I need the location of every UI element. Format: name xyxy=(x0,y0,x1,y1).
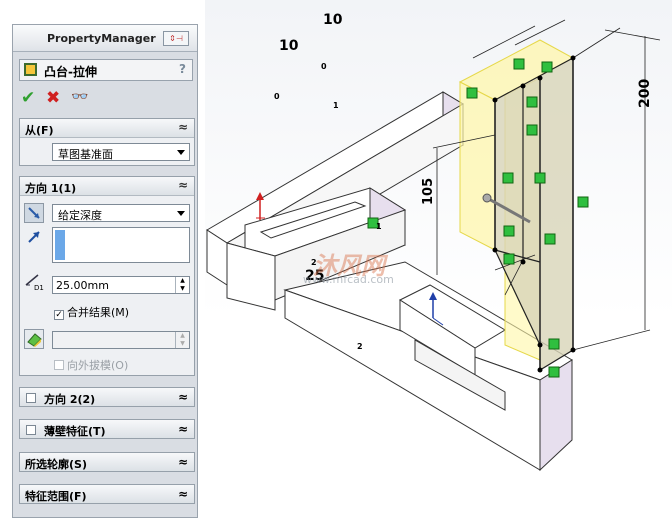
depth-input[interactable]: 25.00mm ▲▼ xyxy=(52,276,190,294)
left-arm-body xyxy=(206,91,464,311)
detailed-preview-button[interactable]: 👓 xyxy=(71,89,89,105)
thin-feature-checkbox[interactable] xyxy=(26,425,36,435)
pm-title: PropertyManager xyxy=(47,32,156,45)
relation-label: 1 xyxy=(376,222,382,231)
end-condition-value: 给定深度 xyxy=(58,209,102,222)
thin-feature-title: 薄壁特征(T) xyxy=(44,425,106,438)
sketch-points xyxy=(492,55,576,373)
list-selection-indicator xyxy=(55,230,65,260)
direction1-group-title: 方向 1(1) xyxy=(25,182,77,195)
reverse-direction-icon[interactable] xyxy=(24,203,44,223)
relation-label: 0 xyxy=(274,92,280,101)
graphics-viewport[interactable]: 10 10 200 105 25 0 0 1 1 2 2 沐风网 www.mfc… xyxy=(205,0,672,530)
spin-buttons[interactable]: ▲▼ xyxy=(175,277,189,293)
origin-triad-icon xyxy=(256,192,265,220)
relation-marker[interactable] xyxy=(502,172,514,184)
direction-vector-icon xyxy=(26,229,42,248)
relation-markers xyxy=(367,58,589,378)
relation-label: 2 xyxy=(311,258,317,267)
relation-marker[interactable] xyxy=(526,96,538,108)
boss-extrude-icon xyxy=(24,63,37,76)
checkbox-unchecked-icon xyxy=(54,360,64,370)
from-group-title: 从(F) xyxy=(25,124,54,137)
direction2-group[interactable]: 方向 2(2) ≈ xyxy=(19,387,195,407)
merge-result-checkbox[interactable]: ✓合并结果(M) xyxy=(54,304,129,320)
relation-label: 2 xyxy=(357,342,363,351)
expand-icon[interactable]: ≈ xyxy=(177,487,188,501)
dimension-lines xyxy=(432,19,661,351)
feature-title: 凸台-拉伸 xyxy=(44,65,97,79)
dimension-105[interactable]: 105 xyxy=(421,177,436,205)
direction1-group: 方向 1(1) ≈ 给定深度 D1 25.00mm ▲▼ ✓合并结果(M) xyxy=(19,176,195,376)
feature-scope-group[interactable]: 特征范围(F) ≈ xyxy=(19,484,195,504)
relation-marker[interactable] xyxy=(548,366,560,378)
depth-dimension-icon: D1 xyxy=(24,273,46,293)
cancel-button[interactable]: ✖ xyxy=(46,88,61,108)
chevron-down-icon xyxy=(177,150,185,155)
relation-marker[interactable] xyxy=(503,253,515,265)
draft-outward-checkbox: 向外拔模(O) xyxy=(54,357,128,373)
pm-header: PropertyManager ⇕⊣ xyxy=(13,25,197,52)
relation-marker[interactable] xyxy=(526,124,538,136)
draft-angle-input: ▲▼ xyxy=(52,331,190,349)
dimension-25[interactable]: 25 xyxy=(305,268,325,284)
watermark: 沐风网 xyxy=(313,252,385,280)
direction2-title: 方向 2(2) xyxy=(44,393,96,406)
relation-label: 1 xyxy=(333,101,339,110)
expand-icon[interactable]: ≈ xyxy=(177,390,188,404)
direction1-group-header[interactable]: 方向 1(1) ≈ xyxy=(20,177,194,196)
spin-buttons: ▲▼ xyxy=(175,332,189,348)
end-condition-select[interactable]: 给定深度 xyxy=(52,204,190,222)
selected-contours-title: 所选轮廓(S) xyxy=(25,458,87,471)
dimension-200[interactable]: 200 xyxy=(637,78,653,108)
expand-icon[interactable]: ≈ xyxy=(177,422,188,436)
feature-title-bar: 凸台-拉伸 ? xyxy=(19,59,193,81)
relation-marker[interactable] xyxy=(534,172,546,184)
help-icon[interactable]: ? xyxy=(179,62,186,76)
relation-marker[interactable] xyxy=(513,58,525,70)
expand-icon[interactable]: ≈ xyxy=(177,455,188,469)
ok-button[interactable]: ✔ xyxy=(21,88,36,108)
from-select-value: 草图基准面 xyxy=(58,148,113,161)
direction-reference-list[interactable] xyxy=(52,227,190,263)
dimension-10-left[interactable]: 10 xyxy=(279,38,299,54)
from-group-header[interactable]: 从(F) ≈ xyxy=(20,119,194,138)
model-drawing xyxy=(206,19,661,472)
draft-outward-label: 向外拔模(O) xyxy=(67,359,129,372)
draft-on-off-icon[interactable] xyxy=(24,329,44,349)
relation-marker[interactable] xyxy=(367,217,379,229)
checkbox-checked-icon: ✓ xyxy=(54,310,64,320)
selected-contours-group[interactable]: 所选轮廓(S) ≈ xyxy=(19,452,195,472)
collapse-icon[interactable]: ≈ xyxy=(177,178,188,192)
relation-marker[interactable] xyxy=(466,87,478,99)
depth-value: 25.00mm xyxy=(56,279,109,292)
merge-result-label: 合并结果(M) xyxy=(67,306,130,319)
relation-label: 0 xyxy=(321,62,327,71)
collapse-icon[interactable]: ≈ xyxy=(177,120,188,134)
dimension-10-right[interactable]: 10 xyxy=(323,12,343,28)
origin-triad-icon xyxy=(429,292,444,326)
watermark-url: www.mfcad.com xyxy=(303,273,394,286)
from-select[interactable]: 草图基准面 xyxy=(52,143,190,161)
chevron-down-icon xyxy=(177,211,185,216)
thin-feature-group[interactable]: 薄壁特征(T) ≈ xyxy=(19,419,195,439)
relation-marker[interactable] xyxy=(503,225,515,237)
property-manager-panel: PropertyManager ⇕⊣ 凸台-拉伸 ? ✔ ✖ 👓 从(F) ≈ … xyxy=(12,24,198,518)
pin-icon[interactable]: ⇕⊣ xyxy=(163,31,189,46)
relation-marker[interactable] xyxy=(577,196,589,208)
relation-marker[interactable] xyxy=(548,338,560,350)
relation-marker[interactable] xyxy=(544,233,556,245)
from-group: 从(F) ≈ 草图基准面 xyxy=(19,118,195,166)
relation-marker[interactable] xyxy=(541,61,553,73)
feature-scope-title: 特征范围(F) xyxy=(25,490,87,503)
drag-handle-icon[interactable] xyxy=(482,193,531,224)
bottom-arm-body xyxy=(283,261,573,472)
depth-icon-label: D1 xyxy=(34,284,44,292)
direction2-checkbox[interactable] xyxy=(26,393,36,403)
